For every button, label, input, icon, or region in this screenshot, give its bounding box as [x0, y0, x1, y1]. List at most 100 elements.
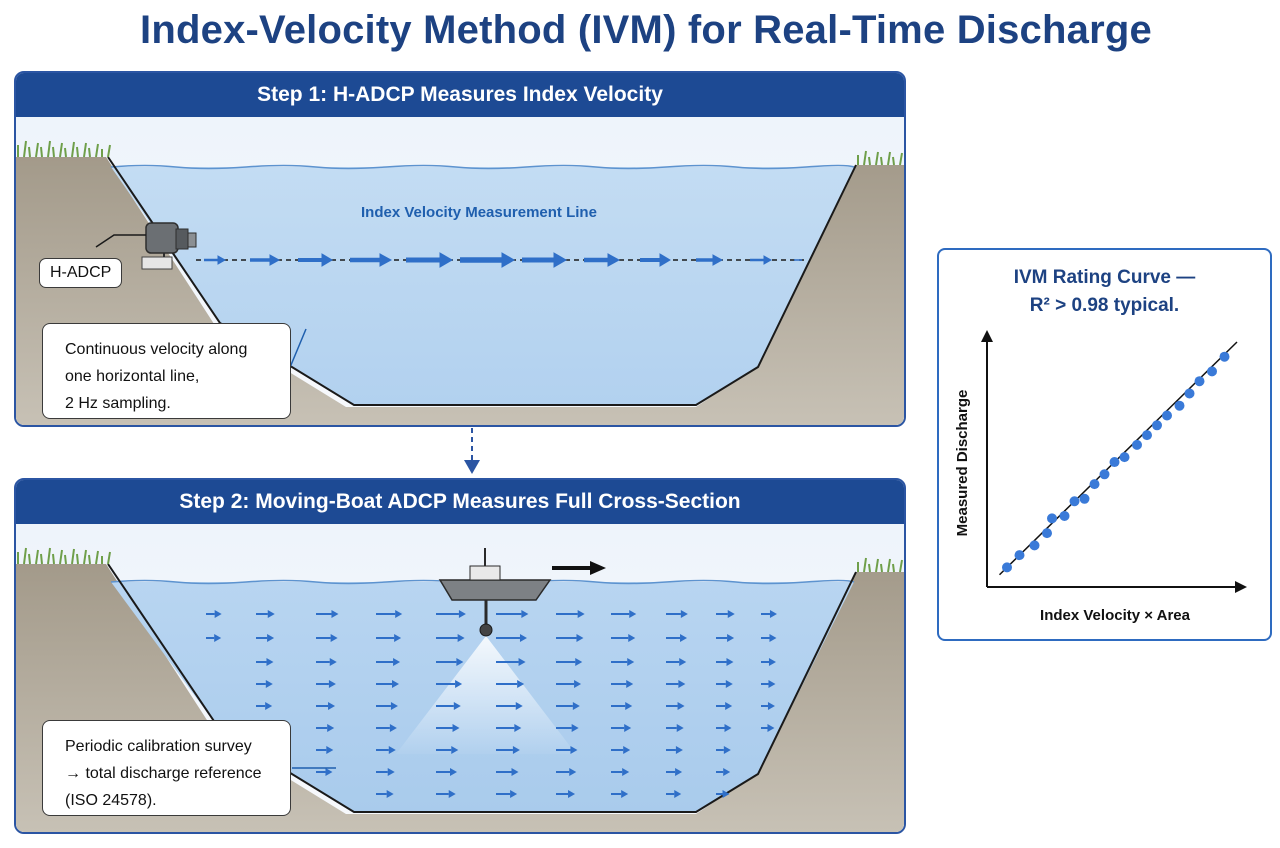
velocity-arrow [761, 724, 775, 732]
data-point [1014, 550, 1025, 561]
data-point [1207, 366, 1217, 377]
velocity-arrow [316, 658, 337, 666]
boat-direction-arrow-icon [552, 561, 606, 575]
velocity-arrow [716, 610, 735, 618]
velocity-arrow [761, 658, 776, 666]
velocity-arrow [376, 768, 395, 776]
data-point [1029, 540, 1040, 551]
step-connector-arrow-icon [464, 428, 480, 474]
rating-curve-title: IVM Rating Curve — R² > 0.98 typical. [939, 264, 1270, 320]
velocity-arrow [761, 680, 776, 688]
velocity-arrow [761, 702, 775, 710]
velocity-arrow [316, 610, 339, 618]
step1-header: Step 1: H-ADCP Measures Index Velocity [16, 73, 904, 117]
step2-panel: Step 2: Moving-Boat ADCP Measures Full C… [14, 478, 906, 834]
survey-boat-icon [438, 548, 552, 637]
velocity-arrow [666, 610, 688, 618]
velocity-arrow [611, 634, 636, 642]
data-point [1184, 388, 1195, 399]
velocity-arrow [761, 634, 777, 642]
velocity-arrow [556, 790, 576, 798]
velocity-arrow [436, 610, 466, 618]
velocity-arrow [556, 746, 578, 754]
velocity-arrow [556, 634, 584, 642]
velocity-arrow [556, 768, 577, 776]
velocity-arrow [206, 634, 222, 642]
page-title: Index-Velocity Method (IVM) for Real-Tim… [140, 8, 1152, 52]
data-point [1059, 510, 1070, 521]
x-axis-arrow-icon [1235, 581, 1247, 593]
data-point [1194, 376, 1205, 387]
velocity-arrow [256, 680, 273, 688]
velocity-arrow [716, 746, 731, 754]
data-point [1152, 420, 1162, 431]
velocity-field-arrows [206, 610, 777, 798]
velocity-arrow [496, 702, 523, 710]
velocity-arrow [666, 680, 686, 688]
velocity-arrow [716, 680, 733, 688]
step2-callout-line: Periodic calibration survey [65, 738, 252, 755]
velocity-arrow [666, 768, 683, 776]
y-axis-arrow-icon [981, 330, 993, 342]
velocity-arrow [256, 702, 273, 710]
velocity-arrow [316, 768, 333, 776]
velocity-arrow [611, 768, 630, 776]
step1-callout-line: one horizontal line, [65, 368, 200, 385]
measurement-line-label: Index Velocity Measurement Line [361, 204, 597, 221]
velocity-arrow [496, 658, 526, 666]
velocity-arrow [376, 610, 403, 618]
velocity-arrow [496, 724, 522, 732]
velocity-arrow [496, 680, 525, 688]
y-axis-label: Measured Discharge [954, 390, 971, 537]
river-water [111, 167, 854, 405]
velocity-arrow [376, 658, 401, 666]
velocity-arrow [611, 702, 633, 710]
velocity-arrow [436, 724, 460, 732]
step2-callout: Periodic calibration survey → total disc… [42, 720, 291, 816]
grass-right [857, 150, 903, 166]
data-point [1069, 496, 1080, 507]
velocity-arrow [666, 724, 684, 732]
rating-curve-panel: IVM Rating Curve — R² > 0.98 typical. Me… [937, 248, 1272, 641]
velocity-arrow [376, 702, 398, 710]
velocity-arrow [556, 610, 585, 618]
velocity-arrow [666, 746, 683, 754]
step2-header: Step 2: Moving-Boat ADCP Measures Full C… [16, 480, 904, 524]
velocity-arrow [716, 634, 735, 642]
velocity-arrow [376, 634, 402, 642]
velocity-arrow [716, 724, 732, 732]
velocity-arrow [556, 702, 580, 710]
velocity-arrow [376, 680, 399, 688]
step1-panel: Step 1: H-ADCP Measures Index Velocity [14, 71, 906, 427]
velocity-arrow [206, 610, 222, 618]
velocity-arrow [316, 634, 338, 642]
x-axis-label: Index Velocity × Area [1040, 607, 1191, 624]
velocity-arrow [496, 634, 527, 642]
step2-callout-line: (ISO 24578). [65, 792, 157, 809]
velocity-arrow [496, 746, 520, 754]
data-point [1099, 469, 1110, 480]
velocity-arrow [666, 790, 682, 798]
velocity-arrow [611, 658, 635, 666]
data-point [1042, 528, 1052, 539]
velocity-arrow [436, 746, 459, 754]
velocity-arrow [316, 702, 336, 710]
velocity-arrow [316, 724, 335, 732]
velocity-arrow [716, 790, 730, 798]
grass-left [17, 140, 111, 158]
step1-callout-line: 2 Hz sampling. [65, 395, 171, 412]
velocity-arrow [256, 658, 274, 666]
velocity-arrow [436, 658, 464, 666]
velocity-arrow [556, 680, 582, 688]
data-point [1142, 430, 1152, 441]
velocity-arrow [611, 790, 629, 798]
velocity-arrow [436, 634, 465, 642]
velocity-arrow [496, 790, 518, 798]
velocity-arrow [611, 610, 637, 618]
velocity-arrow [376, 790, 394, 798]
velocity-arrow [556, 724, 579, 732]
velocity-arrow [256, 634, 275, 642]
velocity-arrow [376, 746, 396, 754]
h-adcp-device-icon [141, 222, 197, 270]
data-point [1219, 351, 1230, 362]
